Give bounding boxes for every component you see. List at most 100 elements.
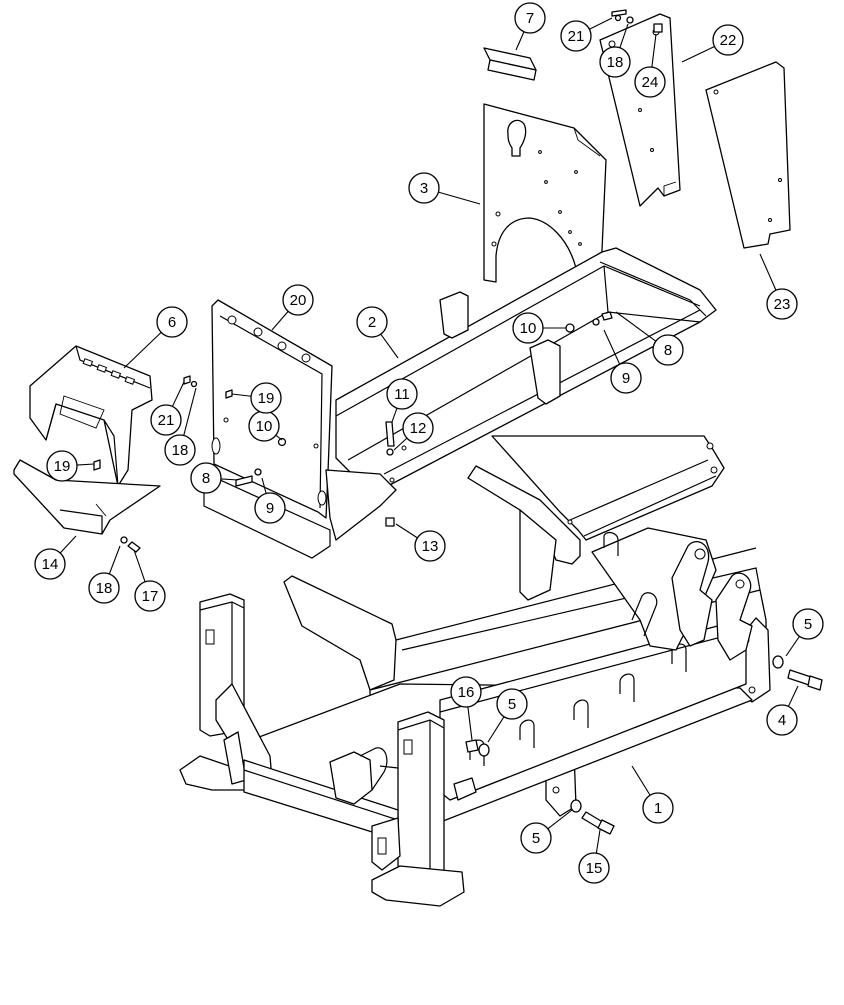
callout-circle [520,822,552,854]
callout-18: 18 [88,545,121,604]
callout-12: 12 [393,412,434,451]
nut-10-right [565,323,575,333]
callout-leader-line [615,311,657,342]
washer-5-mid [478,743,490,757]
part-22-panel [599,13,681,207]
callout-circle [514,2,546,34]
callout-circle [386,378,418,410]
callout-circle [642,792,674,824]
callout-8: 8 [615,311,684,366]
callout-label: 8 [664,342,672,359]
callout-20: 20 [271,284,314,331]
callout-label: 15 [586,860,603,877]
callout-label: 17 [142,588,159,605]
callout-circle [512,312,544,344]
washer-18-plate [120,536,128,544]
callout-circle [282,284,314,316]
callout-17: 17 [133,549,166,612]
washer-18-left [190,380,198,388]
callout-label: 5 [532,830,540,847]
part-6-console [29,345,153,487]
callout-label: 21 [158,412,175,429]
callout-leader-line [759,253,777,291]
callout-leader-line [380,333,399,359]
callout-label: 18 [96,580,113,597]
callout-circle [712,24,744,56]
callout-2: 2 [356,306,399,359]
washer-5-lower [570,799,582,813]
callout-circle [402,412,434,444]
callout-leader-line [231,393,252,397]
callout-label: 7 [526,10,534,27]
bolt-17 [127,541,141,553]
callout-circle [356,306,388,338]
washer-12 [386,448,394,456]
callout-6: 6 [123,306,188,369]
callout-9: 9 [603,329,642,394]
callout-11: 11 [386,378,418,423]
callout-label: 18 [607,54,624,71]
callout-label: 5 [804,616,812,633]
callout-leader-line [651,33,657,68]
callout-leader-line [123,331,162,369]
callout-leader-line [391,407,398,423]
nut-16 [465,739,479,753]
callout-3: 3 [408,172,481,205]
callout-18: 18 [164,387,197,466]
callout-circle [254,492,286,524]
callout-leader-line [595,829,601,854]
part-7-strip [483,47,537,81]
callout-circle [414,530,446,562]
callout-leader-line [515,31,525,51]
washer-5-right [772,655,784,669]
callout-leader-line [631,765,651,796]
callout-19: 19 [46,450,95,482]
washer-9-right [592,318,600,326]
nut-24 [653,23,663,33]
callout-leader-line [603,329,621,365]
callout-leader-line [438,191,481,205]
part-1-lower-frame [179,527,771,907]
callout-leader-line [547,809,573,830]
callout-label: 18 [172,442,189,459]
center-beam [467,435,725,601]
callout-label: 9 [622,370,630,387]
callout-layer: 1234555678899101011121314151617181818191… [34,2,824,884]
callout-leader-line [787,685,799,707]
callout-5: 5 [487,688,528,743]
callout-leader-line [59,535,77,554]
callout-circle [610,362,642,394]
callout-13: 13 [395,523,446,562]
callout-circle [164,434,196,466]
callout-label: 22 [720,32,737,49]
callout-leader-line [393,437,408,451]
bolt-21-left [183,375,191,385]
callout-22: 22 [681,24,744,63]
callout-24: 24 [634,33,666,98]
callout-5: 5 [520,809,573,854]
callout-label: 19 [258,390,275,407]
callout-8: 8 [190,462,239,494]
callout-23: 23 [759,253,798,320]
callout-circle [134,580,166,612]
nut-19-plate [93,459,101,471]
callout-15: 15 [578,829,610,884]
callout-leader-line [220,478,239,481]
part-23-panel [705,61,791,249]
callout-circle [560,20,592,52]
callout-10: 10 [248,410,283,442]
callout-circle [150,404,182,436]
callout-label: 10 [520,320,537,337]
callout-9: 9 [254,477,286,524]
callout-label: 4 [778,712,786,729]
callout-label: 23 [774,296,791,313]
callout-circle [599,46,631,78]
callout-circle [250,382,282,414]
callout-leader-line [171,381,185,407]
callout-label: 1 [654,800,662,817]
callout-leader-line [108,545,121,575]
callout-leader-line [261,477,267,494]
callout-19: 19 [231,382,282,414]
callout-label: 6 [168,314,176,331]
